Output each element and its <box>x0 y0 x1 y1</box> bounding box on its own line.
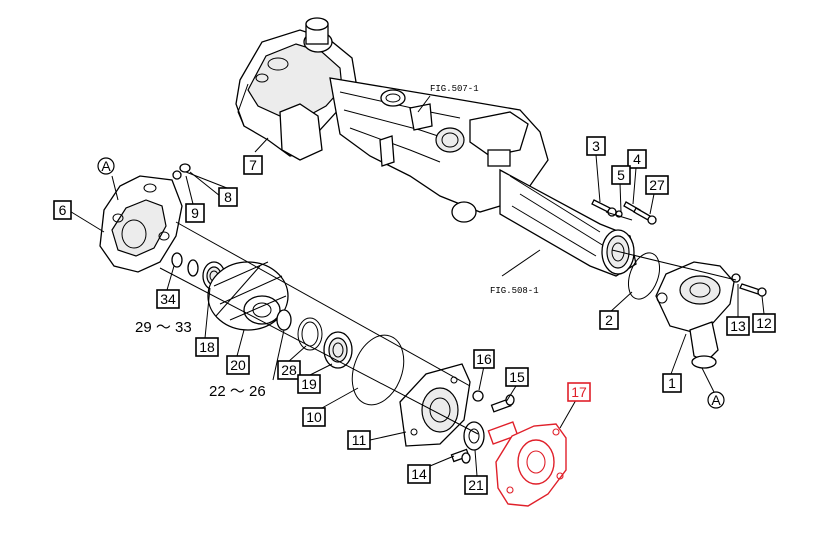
ring-34 <box>171 252 183 268</box>
svg-text:2: 2 <box>605 312 613 328</box>
ring-29-33 <box>187 259 199 277</box>
callout-28: 28 <box>277 360 301 380</box>
svg-text:17: 17 <box>571 384 587 400</box>
marker-a-left: A <box>97 157 115 175</box>
bolt-12-nut-13 <box>731 273 767 297</box>
bearing-19 <box>323 331 353 369</box>
callout-6: 6 <box>53 200 72 220</box>
callout-1: 1 <box>662 373 682 393</box>
svg-text:6: 6 <box>59 202 67 218</box>
svg-text:7: 7 <box>249 157 257 173</box>
callout-20: 20 <box>226 355 250 375</box>
axle-shaft-17 <box>487 421 567 507</box>
fig-507-ref: FIG.507-1 <box>430 84 479 94</box>
callout-13: 13 <box>726 316 750 336</box>
callout-9: 9 <box>185 203 205 223</box>
callout-15: 15 <box>505 367 529 387</box>
callout-11: 11 <box>347 430 371 450</box>
svg-text:4: 4 <box>633 151 641 167</box>
callout-4: 4 <box>627 149 647 169</box>
marker-a-right: A <box>707 391 725 409</box>
svg-text:9: 9 <box>191 205 199 221</box>
axle-housing <box>235 17 637 277</box>
svg-text:14: 14 <box>411 466 427 482</box>
gearcase-left <box>99 175 183 273</box>
o-ring-10 <box>351 334 405 406</box>
bolt-9 <box>172 163 191 180</box>
svg-text:A: A <box>101 158 111 174</box>
svg-text:10: 10 <box>306 409 322 425</box>
svg-text:A: A <box>711 392 721 408</box>
callout-17: 17 <box>567 382 591 402</box>
callout-21: 21 <box>464 475 488 495</box>
svg-text:18: 18 <box>199 339 215 355</box>
leader-lines <box>67 95 765 477</box>
svg-text:3: 3 <box>592 138 600 154</box>
fig-508-ref: FIG.508-1 <box>490 286 539 296</box>
cover-11 <box>399 363 471 447</box>
assembly-guide-lines <box>111 171 737 435</box>
bevel-gear-20 <box>207 261 289 331</box>
range-29-33: 29 ～ 33 <box>135 319 192 336</box>
callout-3: 3 <box>586 136 606 156</box>
svg-text:28: 28 <box>281 362 297 378</box>
ring-22-26 <box>276 309 292 331</box>
svg-text:19: 19 <box>301 376 317 392</box>
bolt-15 <box>490 394 515 413</box>
svg-text:16: 16 <box>476 351 492 367</box>
svg-text:5: 5 <box>617 167 625 183</box>
o-ring-2 <box>627 252 661 300</box>
callout-27: 27 <box>645 175 669 195</box>
bolts-3-4-5-27 <box>591 199 657 225</box>
callout-19: 19 <box>297 374 321 394</box>
circlip-28 <box>297 317 323 351</box>
bolt-14 <box>450 448 471 464</box>
callout-18: 18 <box>195 337 219 357</box>
svg-text:8: 8 <box>224 189 232 205</box>
callout-2: 2 <box>599 310 619 330</box>
svg-text:11: 11 <box>352 432 367 448</box>
svg-text:21: 21 <box>468 477 484 493</box>
callout-7: 7 <box>243 155 263 175</box>
range-22-26: 22 ～ 26 <box>209 383 266 400</box>
svg-text:34: 34 <box>160 291 176 307</box>
svg-text:20: 20 <box>230 357 246 373</box>
svg-text:27: 27 <box>649 177 665 193</box>
callout-34: 34 <box>156 289 180 309</box>
svg-text:15: 15 <box>509 369 525 385</box>
callout-10: 10 <box>302 407 326 427</box>
nut-16 <box>472 390 484 402</box>
knuckle-1 <box>655 261 735 369</box>
svg-text:12: 12 <box>756 315 772 331</box>
callout-16: 16 <box>473 349 495 369</box>
callout-14: 14 <box>407 464 431 484</box>
svg-text:1: 1 <box>668 375 676 391</box>
callout-12: 12 <box>752 313 776 333</box>
callout-8: 8 <box>218 187 238 207</box>
callout-5: 5 <box>611 165 631 185</box>
svg-text:13: 13 <box>730 318 746 334</box>
seal-21 <box>463 421 485 451</box>
